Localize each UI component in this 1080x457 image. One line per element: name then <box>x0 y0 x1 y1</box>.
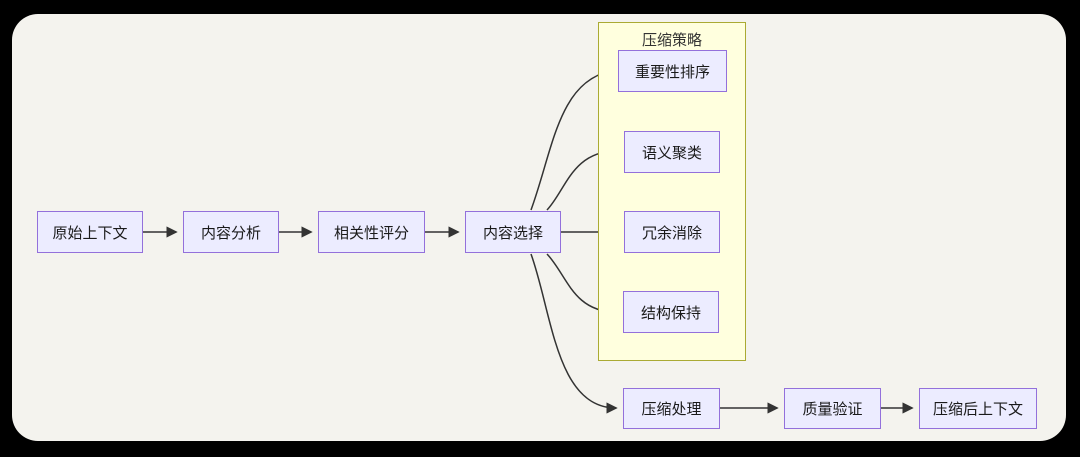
node-content-selection: 内容选择 <box>465 211 561 253</box>
node-compressed-context: 压缩后上下文 <box>919 388 1037 429</box>
node-semantic-clustering: 语义聚类 <box>624 131 720 173</box>
edge-selection-to-compress <box>530 253 618 414</box>
node-redundancy-elimination: 冗余消除 <box>624 211 720 253</box>
node-compression-processing: 压缩处理 <box>623 388 720 429</box>
node-importance-ranking: 重要性排序 <box>618 50 727 92</box>
node-relevance-scoring: 相关性评分 <box>318 211 425 253</box>
edge-selection-to-importance <box>530 67 613 211</box>
node-content-analysis: 内容分析 <box>183 211 279 253</box>
subgraph-title: 压缩策略 <box>641 31 702 49</box>
node-quality-validation: 质量验证 <box>784 388 881 429</box>
node-structure-preservation: 结构保持 <box>623 291 719 333</box>
node-original-context: 原始上下文 <box>37 211 143 253</box>
